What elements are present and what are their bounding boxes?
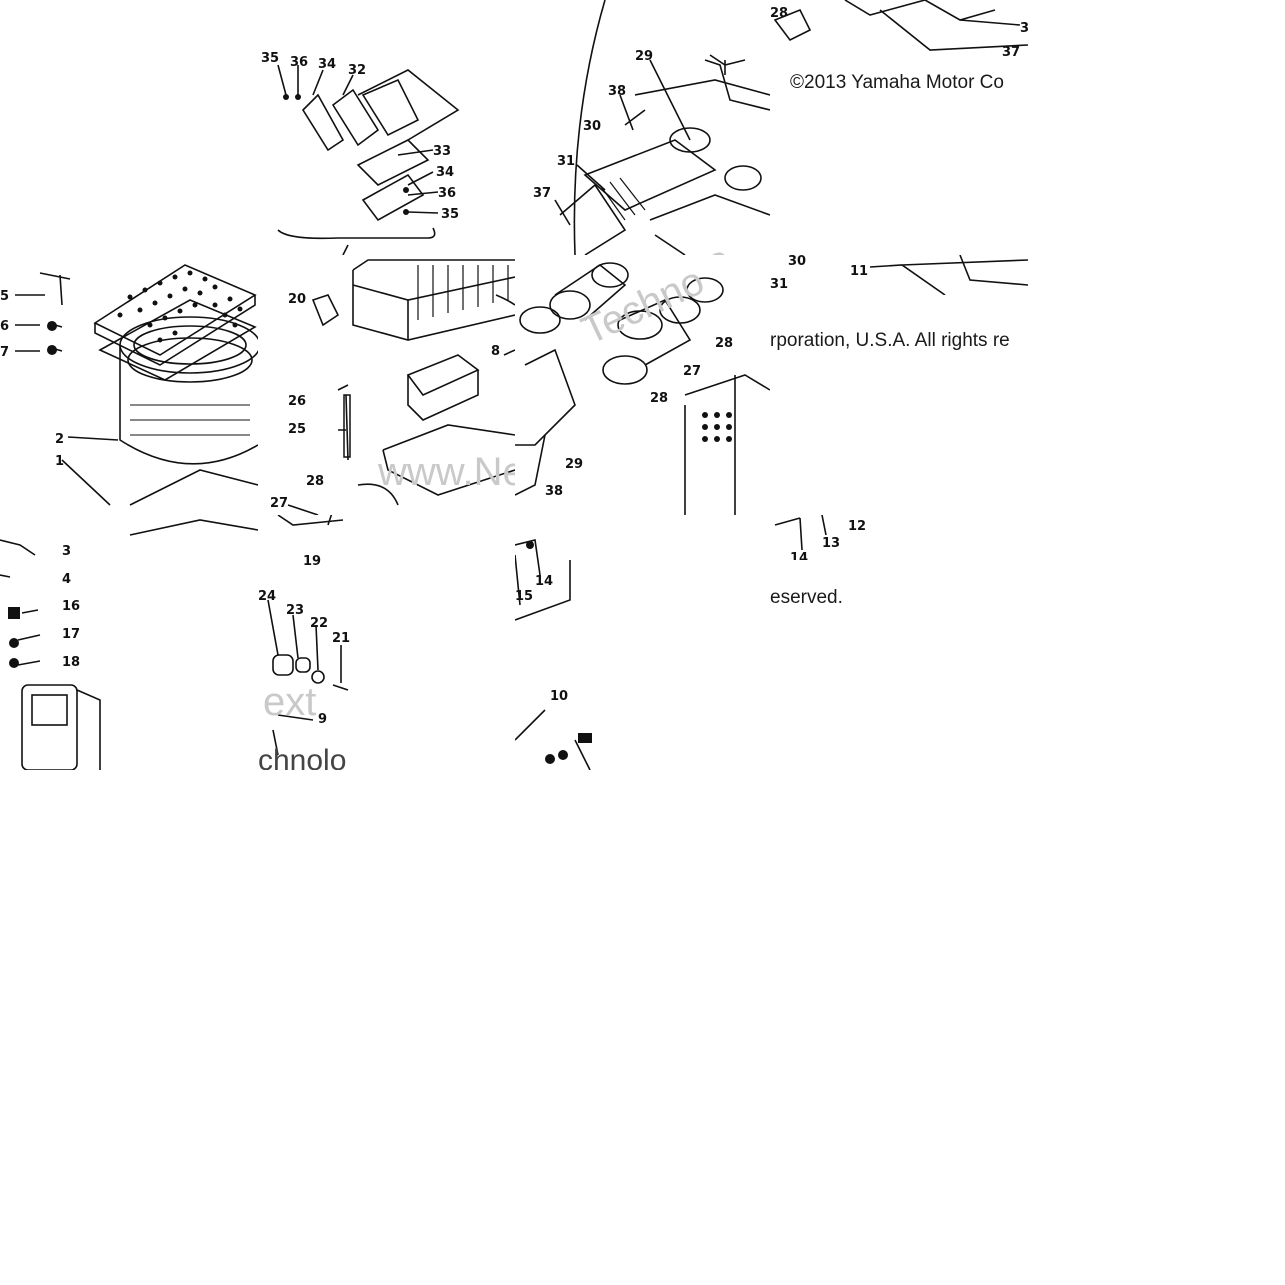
callout-17: 17	[62, 627, 80, 642]
tile-left-lower: 3 4 16 17 18	[0, 515, 258, 770]
callout-25: 25	[288, 422, 306, 437]
callout-14b: 14	[790, 551, 808, 560]
callout-14: 14	[535, 574, 553, 589]
callout-28b: 28	[715, 336, 733, 351]
tile-bushes: 19 24 23 22 21 9 ext chnolo	[258, 515, 353, 770]
callout-31b: 31	[770, 277, 788, 292]
callout-6: 6	[0, 319, 9, 334]
right-top-drawing: 28 37 3	[770, 0, 1028, 60]
callout-35: 35	[261, 51, 279, 66]
callout-4: 4	[62, 572, 71, 587]
callout-18: 18	[62, 655, 80, 670]
tile-intake-joints: Techno 28 27 28 29 38	[515, 255, 770, 515]
tile-right-top: 28 37 3	[770, 0, 1028, 255]
callout-13: 13	[822, 536, 840, 551]
callout-1: 1	[55, 454, 64, 469]
callout-15: 15	[515, 589, 533, 604]
callout-26: 26	[288, 394, 306, 409]
right-lower-drawing: 12 13 14	[774, 514, 866, 560]
cylinder-drawing: www.Ne 20 8 26 25 28 27	[270, 259, 515, 515]
airbox-drawing: 5 6 7 2 1	[0, 264, 258, 506]
tile-reed-valve: 35 36 34 32 33 34 36 35	[258, 0, 515, 255]
callout-11: 11	[850, 264, 868, 279]
callout-12: 12	[848, 519, 866, 534]
callout-27b: 27	[683, 364, 701, 379]
callout-33: 33	[433, 144, 451, 159]
callout-23: 23	[286, 603, 304, 618]
callout-22: 22	[310, 616, 328, 631]
callout-38b: 38	[545, 484, 563, 499]
copyright-line-3: eserved.	[770, 587, 843, 608]
copyright-line-2: rporation, U.S.A. All rights re	[770, 330, 1010, 351]
callout-37b: 37	[1002, 45, 1020, 60]
callout-28: 28	[306, 474, 324, 489]
tile-carburetors: Techno 29 38 30 31 37	[515, 0, 770, 255]
callout-35b: 35	[441, 207, 459, 222]
callout-29: 29	[635, 49, 653, 64]
callout-20: 20	[288, 292, 306, 307]
left-lower-drawing: 3 4 16 17 18	[0, 519, 258, 770]
lower-center-drawing: 14 15 10	[515, 539, 592, 770]
tile-right-lower: 12 13 14	[770, 510, 870, 560]
watermark-text: www.Ne	[377, 450, 515, 494]
callout-34b: 34	[436, 165, 454, 180]
callout-5: 5	[0, 289, 9, 304]
tile-airbox: 5 6 7 2 1	[0, 255, 258, 515]
tile-cylinder: www.Ne 20 8 26 25 28 27	[258, 255, 515, 515]
tile-right-middle: 30 31 11	[770, 255, 1028, 295]
intake-joints-drawing: Techno 28 27 28 29 38	[515, 259, 770, 515]
callout-9: 9	[318, 712, 327, 727]
callout-37: 37	[533, 186, 551, 201]
callout-38: 38	[608, 84, 626, 99]
callout-2: 2	[55, 432, 64, 447]
copyright-line-1: ©2013 Yamaha Motor Co	[790, 72, 1004, 93]
callout-7: 7	[0, 345, 9, 360]
callout-28c: 28	[650, 391, 668, 406]
carburetors-drawing: Techno 29 38 30 31 37	[533, 0, 770, 255]
bushes-drawing: 19 24 23 22 21 9 ext chnolo	[258, 515, 350, 770]
callout-34: 34	[318, 57, 336, 72]
callout-31: 31	[557, 154, 575, 169]
watermark-chnolo: chnolo	[258, 744, 346, 770]
tile-lower-center: 14 15 10	[515, 515, 770, 770]
callout-10: 10	[550, 689, 568, 704]
callout-24: 24	[258, 589, 276, 604]
reed-valve-drawing: 35 36 34 32 33 34 36 35	[261, 51, 460, 255]
callout-3b: 3	[1020, 21, 1028, 36]
right-middle-drawing: 30 31 11	[770, 255, 1028, 295]
callout-28d: 28	[770, 6, 788, 21]
callout-36b: 36	[438, 186, 456, 201]
callout-30b: 30	[788, 255, 806, 269]
watermark-techno-1: Techno	[602, 237, 737, 255]
callout-30: 30	[583, 119, 601, 134]
callout-29b: 29	[565, 457, 583, 472]
callout-32: 32	[348, 63, 366, 78]
callout-21: 21	[332, 631, 350, 646]
callout-19: 19	[303, 554, 321, 569]
callout-16: 16	[62, 599, 80, 614]
callout-27: 27	[270, 496, 288, 511]
callout-3: 3	[62, 544, 71, 559]
watermark-ext: ext	[263, 680, 316, 724]
callout-36: 36	[290, 55, 308, 70]
callout-8: 8	[491, 344, 500, 359]
